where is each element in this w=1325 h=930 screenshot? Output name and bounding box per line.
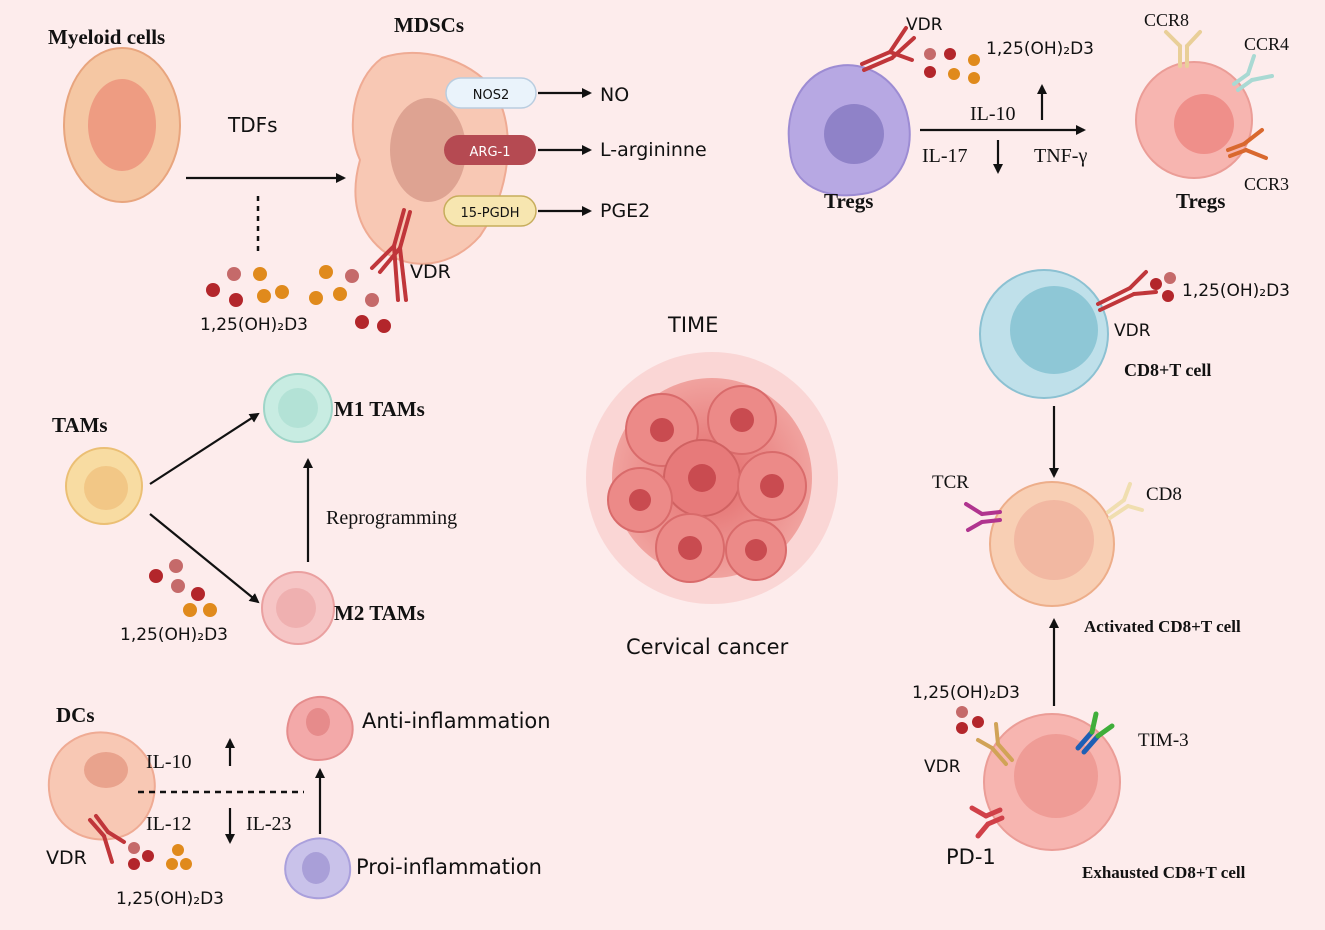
vitd-label-exhausted: 1,25(OH)₂D3	[912, 683, 1020, 703]
cd8-t-cell	[979, 269, 1109, 399]
m2-tams-label: M2 TAMs	[334, 601, 425, 625]
treg-cell-right	[1135, 61, 1253, 179]
vitd-label-treg: 1,25(OH)₂D3	[986, 39, 1094, 59]
cd8-panel: VDR 1,25(OH)₂D3 CD8+T cell TCR CD8 Activ…	[912, 269, 1290, 882]
tumor-panel: TIME Cervical cancer	[586, 313, 838, 659]
vdr-label-cd8: VDR	[1114, 321, 1151, 341]
no-label: NO	[600, 84, 629, 106]
vitd-molecules-dc	[128, 842, 192, 870]
il10-label-dc: IL-10	[146, 751, 192, 773]
proi-inflammation-cell	[284, 837, 352, 900]
tcr-receptor	[964, 502, 1002, 532]
ccr8-receptor	[1164, 30, 1202, 68]
myeloid-cells-label: Myeloid cells	[48, 25, 165, 49]
tam-cell	[65, 447, 143, 525]
treg-cell-left	[787, 64, 911, 197]
m1-tam-cell	[263, 373, 333, 443]
tim3-label: TIM-3	[1138, 730, 1189, 751]
exhausted-cd8-label: Exhausted CD8+T cell	[1082, 863, 1246, 882]
vitd-molecules-treg	[924, 48, 980, 84]
vdr-label-exhausted: VDR	[924, 757, 961, 777]
dc-panel: DCs VDR 1,25(OH)₂D3 IL-10 IL-12 IL-23 An…	[46, 695, 551, 909]
mdscs-label: MDSCs	[394, 13, 464, 37]
ccr8-label: CCR8	[1144, 10, 1189, 30]
tregs-panel: VDR 1,25(OH)₂D3 IL-10 IL-17 TNF-γ Tregs …	[787, 10, 1289, 213]
tregs-label-right: Tregs	[1176, 189, 1225, 213]
vitd-molecules-exhausted	[956, 706, 984, 734]
vdr-label-dc: VDR	[46, 847, 87, 869]
nos2-enzyme: NOS2	[445, 77, 537, 109]
vitd-label-dc: 1,25(OH)₂D3	[116, 889, 224, 909]
pgdh-label: 15-PGDH	[461, 206, 520, 221]
cd8-t-cell-label: CD8+T cell	[1124, 360, 1211, 380]
vitd-label-cd8: 1,25(OH)₂D3	[1182, 281, 1290, 301]
myeloid-cell	[63, 47, 181, 203]
tdfs-label: TDFs	[227, 113, 278, 137]
vdr-receptor-treg	[860, 26, 916, 72]
vdr-receptor-cd8	[1096, 270, 1158, 312]
arg1-label: ARG-1	[470, 145, 511, 160]
tams-label: TAMs	[52, 413, 108, 437]
vdr-label-treg: VDR	[906, 15, 943, 35]
anti-inflammation-label: Anti-inflammation	[362, 709, 551, 733]
mdsc-panel: Myeloid cells TDFs MDSCs NOS2 NO ARG-1 L…	[48, 13, 707, 335]
l-arginine-label: L-argininne	[600, 139, 707, 161]
ccr4-label: CCR4	[1244, 34, 1289, 54]
pgdh-enzyme: 15-PGDH	[443, 195, 537, 227]
tam-to-m2-arrow	[149, 513, 260, 604]
pd1-receptor	[969, 805, 1005, 839]
il23-label-dc: IL-23	[246, 813, 292, 835]
vitd-molecules-mdsc-left	[206, 267, 289, 307]
tam-to-m1-arrow	[149, 412, 260, 485]
il12-label-dc: IL-12	[146, 813, 192, 835]
tregs-label-left: Tregs	[824, 189, 873, 213]
anti-inflammation-cell	[286, 695, 354, 762]
tnf-label: TNF-γ	[1034, 145, 1087, 167]
m1-tams-label: M1 TAMs	[334, 397, 425, 421]
dcs-label: DCs	[56, 703, 95, 727]
dc-cell	[47, 731, 156, 841]
pd1-label: PD-1	[946, 845, 996, 869]
vdr-receptor-dc	[88, 814, 126, 864]
il17-label-treg: IL-17	[922, 145, 968, 167]
ccr3-label: CCR3	[1244, 174, 1289, 194]
ccr3-receptor	[1226, 128, 1268, 160]
activated-cd8-cell	[989, 481, 1115, 607]
pge2-label: PGE2	[600, 200, 650, 222]
cd8-receptor	[1106, 482, 1144, 520]
reprogramming-label: Reprogramming	[326, 507, 457, 529]
tam-panel: TAMs M1 TAMs Reprogramming M2 TAMs 1,25(…	[52, 373, 457, 645]
ccr4-receptor	[1232, 54, 1274, 92]
vdr-receptor-mdsc	[370, 208, 412, 302]
vitd-label-tam: 1,25(OH)₂D3	[120, 625, 228, 645]
vitd-label-mdsc: 1,25(OH)₂D3	[200, 315, 308, 335]
vitd-molecules-tam	[149, 559, 217, 617]
cervical-cancer-label: Cervical cancer	[626, 635, 789, 659]
proi-inflammation-label: Proi-inflammation	[356, 855, 542, 879]
tcr-label: TCR	[932, 472, 969, 493]
vdr-receptor-exhausted	[976, 722, 1014, 766]
m2-tam-cell	[261, 571, 335, 645]
tim3-receptor	[1075, 711, 1115, 755]
vitd-molecules-mdsc-right	[309, 265, 391, 333]
vitd-molecules-cd8	[1150, 272, 1176, 302]
vdr-label-mdsc: VDR	[410, 261, 451, 283]
il10-label-treg: IL-10	[970, 103, 1016, 125]
arg1-enzyme: ARG-1	[444, 135, 536, 165]
cervical-cancer-cluster	[586, 352, 838, 604]
cd8-label: CD8	[1146, 484, 1182, 505]
time-label: TIME	[667, 313, 718, 337]
nos2-label: NOS2	[473, 88, 509, 103]
activated-cd8-label: Activated CD8+T cell	[1084, 617, 1241, 636]
